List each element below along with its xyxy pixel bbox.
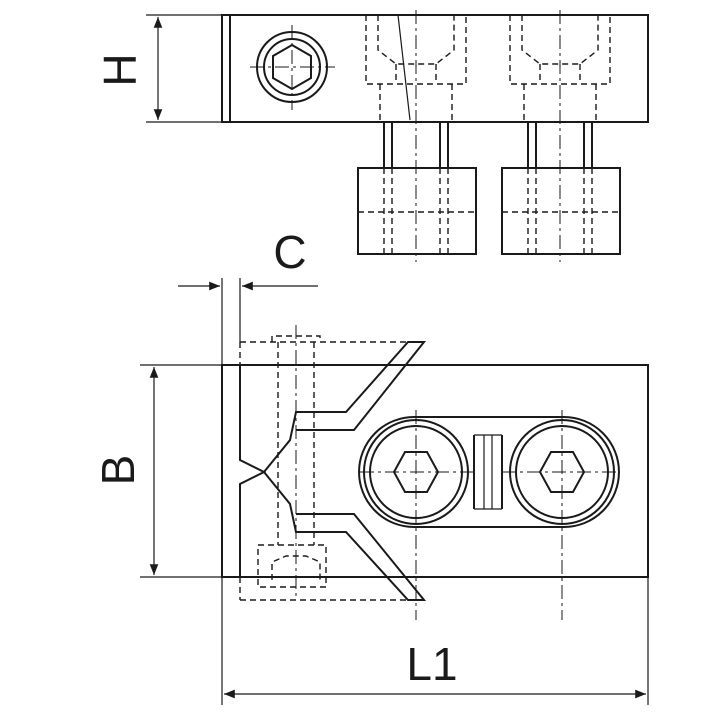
dimension-label-h: H — [94, 53, 146, 86]
slot-screw-head-2 — [502, 410, 620, 620]
slot-screw-head-1 — [360, 410, 476, 620]
v-jaw-upper-wedge — [263, 341, 427, 473]
hidden-cap-screw-2 — [509, 10, 611, 262]
dimension-label-l1: L1 — [406, 638, 457, 690]
front-block-outline — [221, 364, 649, 578]
t-nut-2 — [501, 122, 621, 255]
front-view: C B L1 — [92, 226, 649, 705]
top-block-outline — [221, 14, 649, 123]
dimension-c — [178, 278, 318, 365]
hidden-cap-screw-1 — [365, 10, 467, 262]
t-nut-1 — [357, 122, 477, 255]
dimension-label-c: C — [273, 226, 306, 278]
dimension-l1 — [221, 577, 649, 705]
dimension-label-b: B — [92, 455, 144, 486]
v-jaw-lower-wedge — [263, 471, 427, 601]
top-screw-head — [250, 25, 335, 110]
top-view: H — [94, 10, 649, 262]
dimension-h — [146, 14, 222, 123]
hidden-vertical-screw — [257, 325, 327, 600]
dimension-b — [140, 364, 222, 578]
